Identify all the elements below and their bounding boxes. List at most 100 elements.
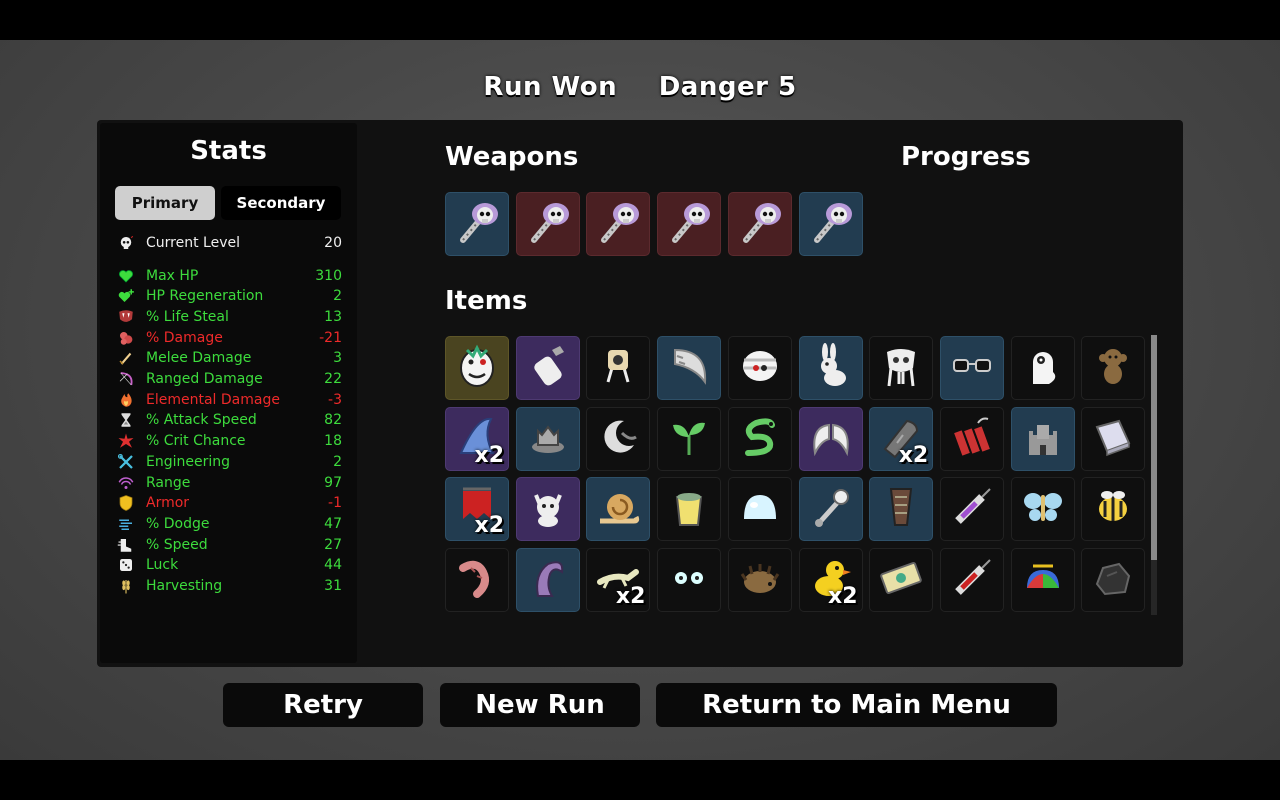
- item-slot[interactable]: [1081, 548, 1146, 613]
- stat-value: 13: [324, 308, 342, 325]
- letterbox-top: [0, 0, 1280, 40]
- item-slot[interactable]: [939, 548, 1004, 613]
- item-slot[interactable]: x2: [869, 406, 934, 471]
- items-scrollbar[interactable]: [1151, 335, 1157, 615]
- stat-row: % Damage-21: [116, 327, 342, 348]
- item-quantity: x2: [615, 584, 646, 610]
- main-menu-button[interactable]: Return to Main Menu: [656, 683, 1057, 727]
- run-result-header: Run Won Danger 5: [0, 72, 1280, 102]
- weapon-slot[interactable]: [657, 192, 722, 256]
- run-result: Run Won: [483, 72, 618, 102]
- stat-label: Current Level: [146, 234, 240, 251]
- muscle-icon: [116, 329, 136, 347]
- stat-value: 310: [315, 267, 342, 284]
- item-slot[interactable]: [515, 336, 580, 400]
- item-slot[interactable]: [586, 406, 651, 471]
- worm-icon: [453, 554, 501, 606]
- item-slot[interactable]: x2: [798, 548, 863, 613]
- item-slot[interactable]: [657, 548, 722, 613]
- dodge-icon: [116, 515, 136, 533]
- weapon-slot[interactable]: [445, 192, 509, 256]
- tab-primary[interactable]: Primary: [115, 186, 215, 220]
- tab-secondary[interactable]: Secondary: [221, 186, 341, 220]
- weapon-slot[interactable]: [798, 192, 863, 256]
- stat-label: % Life Steal: [146, 308, 229, 325]
- item-slot[interactable]: [1010, 477, 1075, 542]
- item-slot[interactable]: [515, 406, 580, 471]
- stat-row: Elemental Damage-3: [116, 389, 342, 410]
- item-slot[interactable]: [727, 406, 792, 471]
- castle-icon: [1019, 413, 1067, 465]
- item-slot[interactable]: [515, 548, 580, 613]
- progress-title: Progress: [901, 142, 1031, 172]
- item-slot[interactable]: [939, 406, 1004, 471]
- item-slot[interactable]: [586, 336, 651, 400]
- item-slot[interactable]: [586, 477, 651, 542]
- item-slot[interactable]: [1081, 406, 1146, 471]
- stat-value: -21: [319, 329, 342, 346]
- hourglass-icon: [116, 411, 136, 429]
- new-run-button[interactable]: New Run: [440, 683, 640, 727]
- stat-value: 44: [324, 557, 342, 574]
- weapon-slot[interactable]: [586, 192, 651, 256]
- item-slot[interactable]: [798, 406, 863, 471]
- banner-icon: [453, 483, 501, 535]
- items-scrollbar-thumb[interactable]: [1151, 335, 1157, 560]
- item-slot[interactable]: [657, 336, 722, 400]
- item-slot[interactable]: [727, 477, 792, 542]
- weapons-title: Weapons: [445, 142, 579, 172]
- item-slot[interactable]: [869, 548, 934, 613]
- stat-label: Armor: [146, 495, 190, 512]
- item-slot[interactable]: [1081, 336, 1146, 400]
- stats-tabs: Primary Secondary: [115, 186, 343, 220]
- bow-icon: [116, 370, 136, 388]
- butterfly-icon: [1019, 483, 1067, 535]
- item-slot[interactable]: [445, 548, 509, 613]
- egg-face-icon: [453, 342, 501, 394]
- item-slot[interactable]: [445, 336, 509, 400]
- item-slot[interactable]: [657, 477, 722, 542]
- hedgehog-icon: [736, 554, 784, 606]
- range-icon: [116, 474, 136, 492]
- stat-label: Ranged Damage: [146, 371, 263, 387]
- item-slot[interactable]: [869, 336, 934, 400]
- item-slot[interactable]: [1010, 336, 1075, 400]
- sword-icon: [116, 349, 136, 367]
- shield-icon: [116, 494, 136, 512]
- item-slot[interactable]: x2: [586, 548, 651, 613]
- skull-icon: [116, 234, 136, 252]
- item-slot[interactable]: [727, 336, 792, 400]
- skull-axe-icon: [736, 198, 784, 250]
- item-slot[interactable]: [1010, 548, 1075, 613]
- item-slot[interactable]: [657, 406, 722, 471]
- item-slot[interactable]: [1010, 406, 1075, 471]
- dice-icon: [116, 556, 136, 574]
- letterbox-bottom: [0, 760, 1280, 800]
- item-slot[interactable]: [798, 336, 863, 400]
- duck-icon: [807, 554, 855, 606]
- stat-value: 97: [324, 474, 342, 491]
- item-slot[interactable]: [939, 336, 1004, 400]
- stat-value: -3: [328, 391, 342, 408]
- item-slot[interactable]: [1081, 477, 1146, 542]
- item-slot[interactable]: [515, 477, 580, 542]
- item-slot[interactable]: x2: [445, 406, 509, 471]
- item-slot[interactable]: [798, 477, 863, 542]
- weapon-slot[interactable]: [515, 192, 580, 256]
- weapon-slot[interactable]: [727, 192, 792, 256]
- item-slot[interactable]: x2: [445, 477, 509, 542]
- item-slot[interactable]: [939, 477, 1004, 542]
- horn-icon: [665, 342, 713, 394]
- item-quantity: x2: [828, 584, 858, 610]
- item-slot[interactable]: [869, 477, 934, 542]
- sprout-icon: [665, 413, 713, 465]
- stat-label: Melee Damage: [146, 350, 252, 367]
- item-slot[interactable]: [727, 548, 792, 613]
- retry-button[interactable]: Retry: [223, 683, 423, 727]
- rattle-icon: [807, 483, 855, 535]
